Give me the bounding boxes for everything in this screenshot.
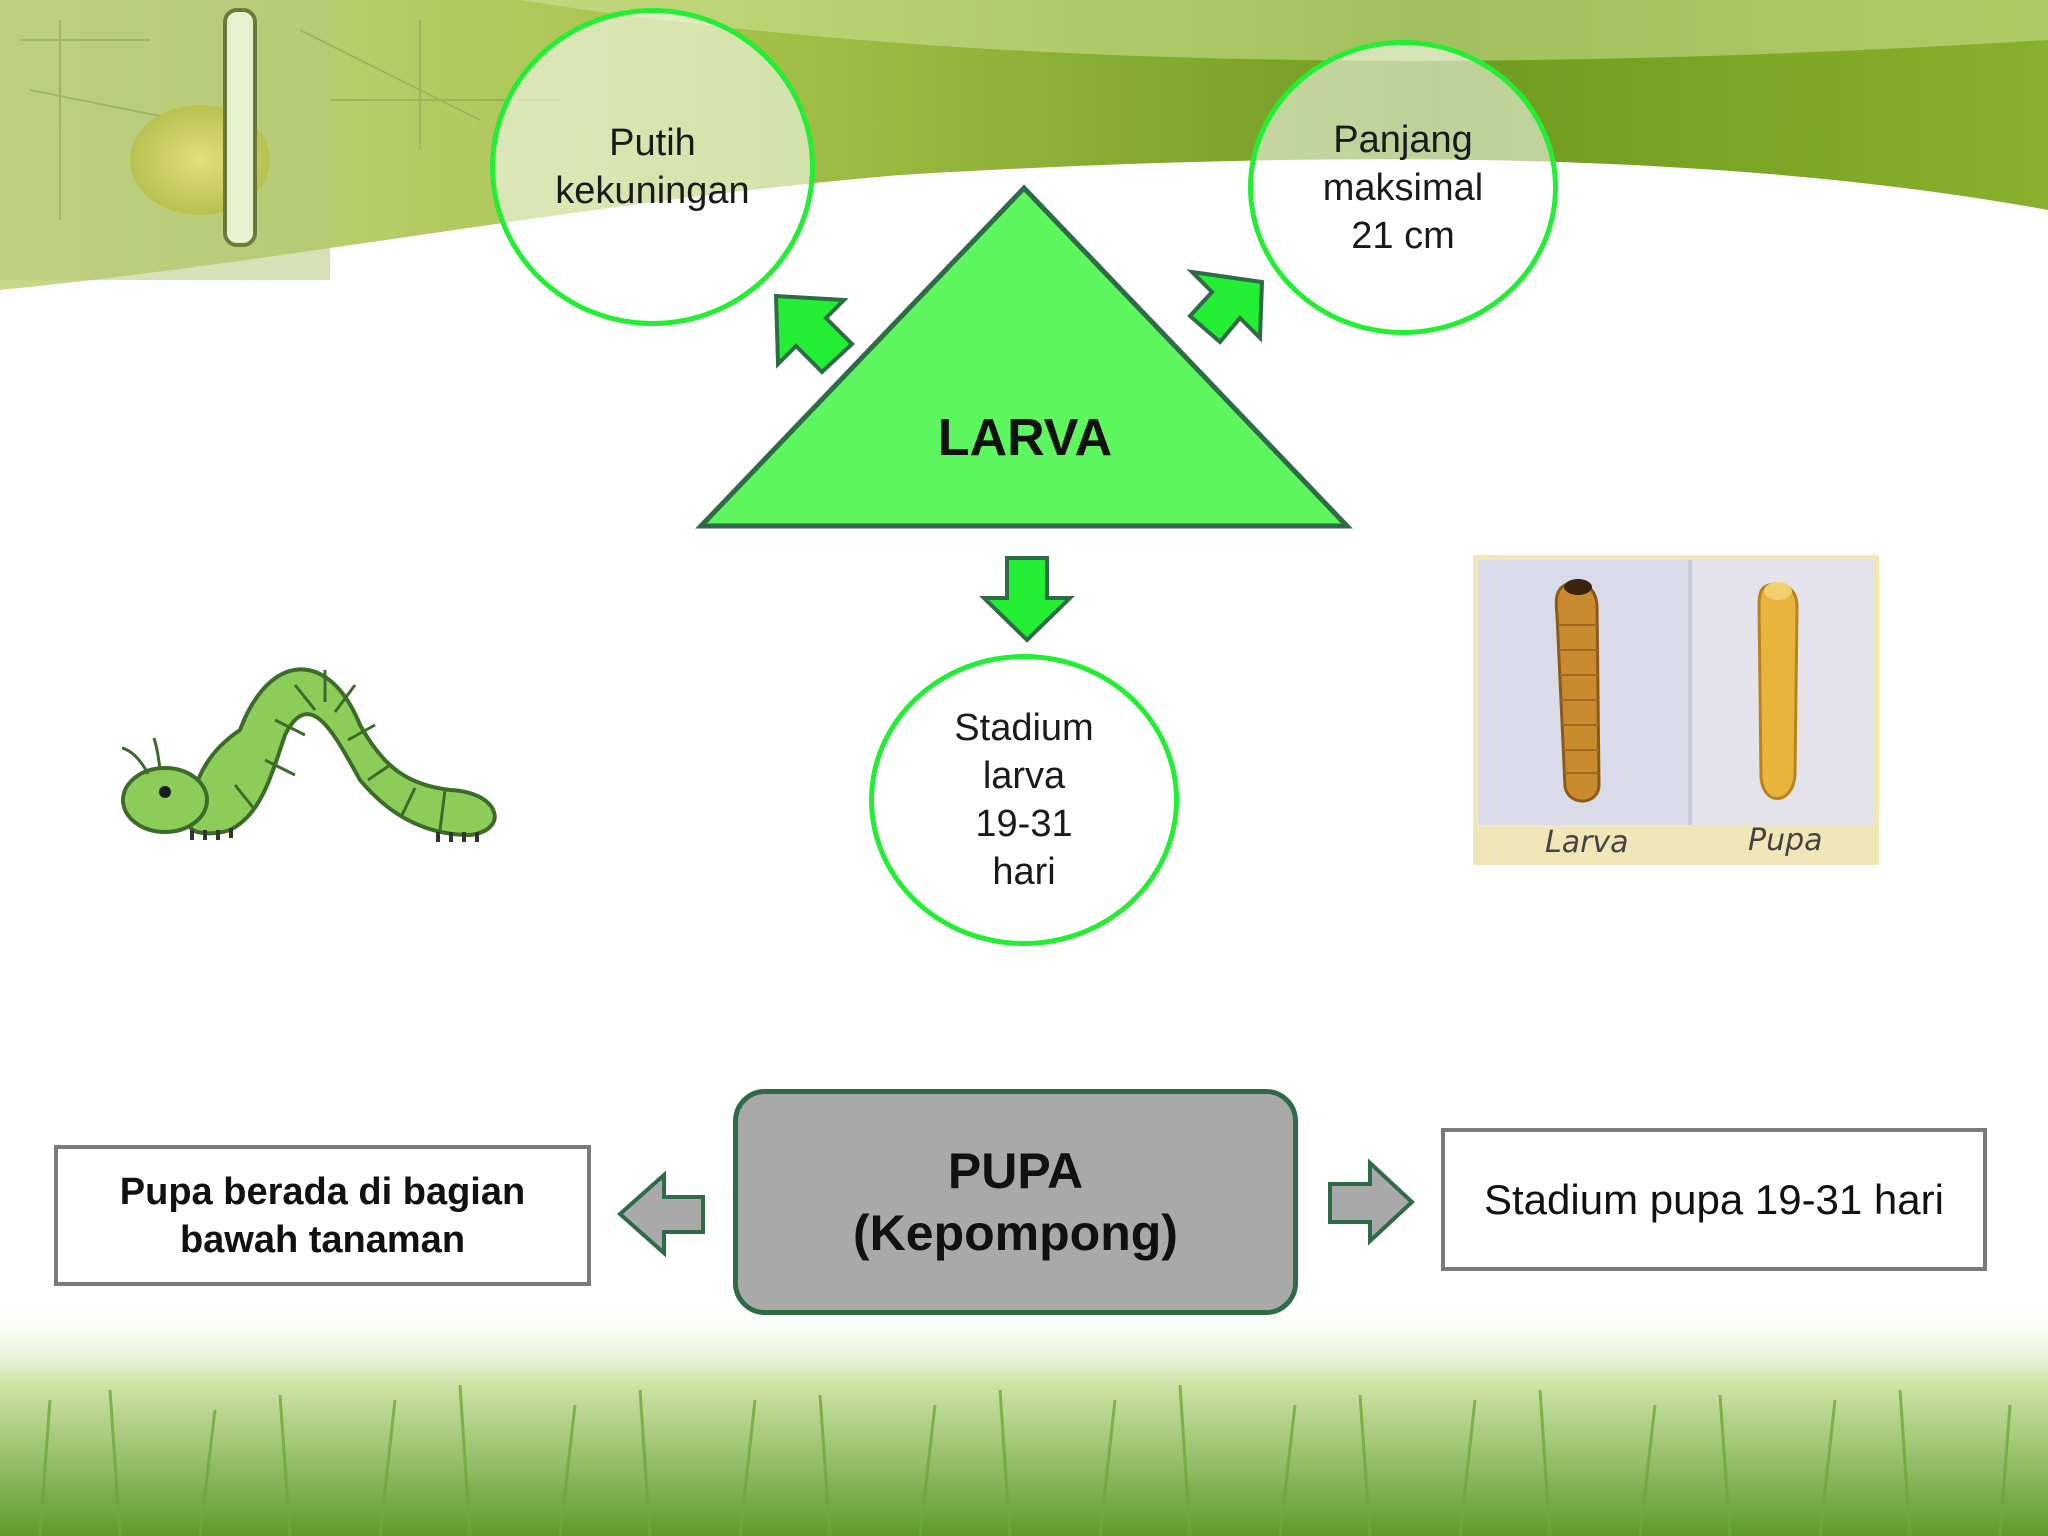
arrow-left-icon: [616, 1170, 705, 1258]
larva-title: LARVA: [937, 409, 1113, 467]
trait-color-text: Putih kekuningan: [555, 122, 750, 212]
pupa-box: PUPA (Kepompong): [733, 1089, 1298, 1315]
trait-circle-color: Putih kekuningan: [490, 8, 815, 326]
caterpillar-icon: [121, 667, 497, 842]
pupa-location-box: Pupa berada di bagian bawah tanaman: [54, 1145, 591, 1286]
larva-pupa-photo-image: [1478, 560, 1874, 825]
photo-label-larva: Larva: [1545, 825, 1629, 860]
pupa-title: PUPA (Kepompong): [853, 1143, 1178, 1261]
trait-duration-text: Stadium larva 19-31 hari: [954, 707, 1094, 893]
photo-label-pupa: Pupa: [1748, 823, 1823, 858]
pupa-duration-text: Stadium pupa 19-31 hari: [1484, 1175, 1944, 1223]
trait-length-text: Panjang maksimal 21 cm: [1322, 118, 1484, 257]
arrow-up-left-icon: [773, 293, 855, 375]
trait-circle-length: Panjang maksimal 21 cm: [1248, 40, 1558, 335]
arrow-down-icon: [979, 556, 1075, 643]
arrow-up-right-icon: [1186, 269, 1265, 345]
trait-circle-duration: Stadium larva 19-31 hari: [869, 654, 1179, 946]
pupa-location-text: Pupa berada di bagian bawah tanaman: [119, 1170, 526, 1261]
larva-pupa-photo: Larva Pupa: [1473, 555, 1879, 865]
arrow-right-icon: [1328, 1158, 1415, 1246]
larva-triangle: [695, 184, 1353, 529]
pupa-duration-box: Stadium pupa 19-31 hari: [1441, 1128, 1987, 1271]
